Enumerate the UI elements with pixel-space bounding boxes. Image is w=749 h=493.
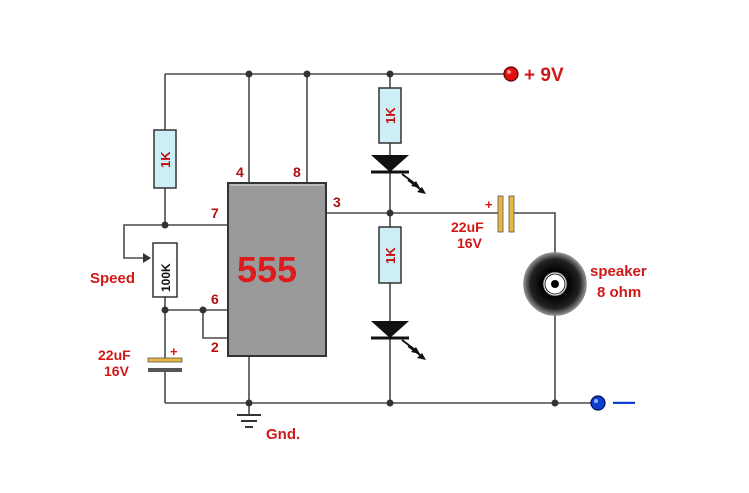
resistor-body: [153, 129, 177, 189]
capacitor-plate-positive: [147, 357, 183, 363]
speaker-impedance: 8 ohm: [597, 284, 641, 301]
potentiometer-value: 100K: [159, 263, 173, 292]
junction-dot: [245, 399, 253, 407]
pin-label-2: 2: [211, 339, 219, 355]
wires: [123, 73, 590, 415]
timing-resistor: 1K: [153, 129, 177, 189]
negative-terminal: —: [590, 389, 635, 414]
timing-resistor-label: 1K: [158, 151, 173, 168]
potentiometer-name: Speed: [90, 270, 135, 287]
ic-555: 555 4 8 3 7 6 2: [211, 164, 341, 357]
ic-label: 555: [237, 249, 297, 290]
ground-symbol: Gnd.: [237, 414, 300, 443]
ground-label: Gnd.: [266, 426, 300, 443]
junction-dot: [303, 70, 311, 78]
led-resistor-bottom: 1K: [378, 226, 402, 284]
terminal-highlight: [594, 399, 598, 403]
capacitor-polarity: +: [170, 344, 178, 359]
terminal-highlight: [507, 70, 511, 74]
junction-dot: [386, 209, 394, 217]
timing-capacitor: + 22uF 16V: [98, 344, 183, 379]
pin-label-4: 4: [236, 164, 244, 180]
output-capacitor-voltage: 16V: [457, 235, 483, 251]
output-capacitor-polarity: +: [485, 197, 493, 212]
junctions: [161, 70, 559, 407]
junction-dot: [386, 399, 394, 407]
output-capacitor-value: 22uF: [451, 219, 484, 235]
pin-label-8: 8: [293, 164, 301, 180]
wiper-arrow-icon: [143, 253, 151, 263]
wire-cap-speaker: [514, 212, 556, 253]
potentiometer-body: [152, 242, 178, 298]
junction-dot: [386, 70, 394, 78]
output-capacitor: + 22uF 16V: [451, 195, 515, 251]
negative-terminal-icon: [590, 395, 606, 411]
capacitor-plate-positive: [497, 195, 504, 233]
speed-potentiometer: 100K Speed: [90, 242, 178, 298]
speaker-name: speaker: [590, 263, 647, 280]
pin-label-6: 6: [211, 291, 219, 307]
wire-pin6-pin2: [202, 310, 228, 339]
positive-terminal: + 9V: [503, 65, 564, 86]
junction-dot: [161, 221, 169, 229]
capacitor-voltage: 16V: [104, 363, 130, 379]
led-resistor-bottom-label: 1K: [383, 247, 398, 264]
resistor-body: [378, 87, 402, 144]
negative-voltage-label: —: [613, 389, 635, 414]
junction-dot: [551, 399, 559, 407]
junction-dot: [161, 306, 169, 314]
pin-label-3: 3: [333, 194, 341, 210]
led-top: [371, 155, 426, 194]
led-bottom: [371, 321, 426, 360]
wire-wiper-loop: [123, 224, 165, 259]
ic-body: [227, 182, 327, 357]
capacitor-plate-negative: [148, 368, 182, 372]
resistor-body: [378, 226, 402, 284]
junction-dot: [199, 306, 207, 314]
positive-terminal-icon: [503, 66, 519, 82]
capacitor-value: 22uF: [98, 347, 131, 363]
capacitor-plate-negative: [508, 195, 515, 233]
pin-label-7: 7: [211, 205, 219, 221]
led-resistor-top: 1K: [378, 87, 402, 144]
junction-dot: [245, 70, 253, 78]
led-resistor-top-label: 1K: [383, 107, 398, 124]
positive-voltage-label: + 9V: [524, 65, 564, 86]
speaker: speaker 8 ohm: [523, 252, 647, 316]
led-diode-icon: [371, 155, 409, 172]
led-diode-icon: [371, 321, 409, 338]
